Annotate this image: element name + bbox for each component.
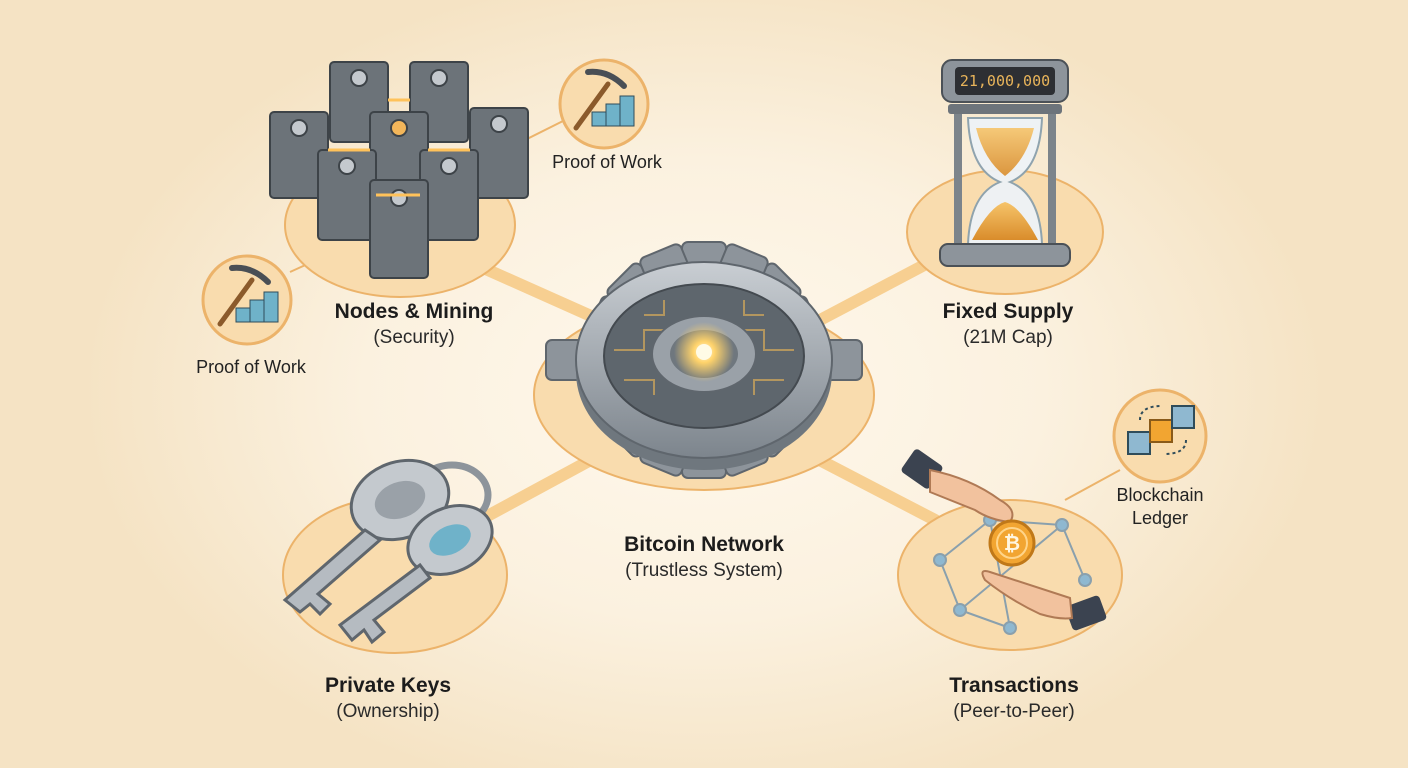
gear-icon <box>545 241 863 479</box>
connector-supply <box>814 256 936 326</box>
supply-counter: 21,000,000 <box>959 72 1051 90</box>
keys-icon <box>282 458 494 645</box>
private-keys-title: Private Keys <box>324 674 452 697</box>
private-keys-label: Private Keys (Ownership) <box>325 673 451 724</box>
fixed-supply-label: Fixed Supply (21M Cap) <box>943 299 1074 350</box>
proof-of-work-label-top: Proof of Work <box>552 152 662 172</box>
nodes-mining-subtitle: (Security) <box>373 327 455 348</box>
connector-keys <box>474 449 606 526</box>
blockchain-icon <box>1112 388 1208 484</box>
blockchain-ledger-label: Blockchain Ledger <box>1116 484 1203 530</box>
pickaxe-icon <box>558 58 650 150</box>
private-keys-subtitle: (Ownership) <box>336 701 440 722</box>
proof-of-work-label-left: Proof of Work <box>196 357 306 377</box>
transactions-label: Transactions (Peer-to-Peer) <box>949 673 1079 724</box>
connector-lines <box>464 256 941 526</box>
connector-transactions <box>804 449 941 526</box>
bitcoin-symbol: ₿ <box>1003 533 1021 555</box>
server-rack <box>269 111 329 199</box>
fixed-supply-subtitle: (21M Cap) <box>963 327 1053 348</box>
connector-nodes <box>464 256 606 326</box>
hub-subtitle: (Trustless System) <box>625 560 783 581</box>
transactions-subtitle: (Peer-to-Peer) <box>953 701 1075 722</box>
server-links <box>328 98 470 197</box>
blockchain-ledger-line2: Ledger <box>1131 508 1189 528</box>
hands-icon <box>901 449 1107 631</box>
hub-label: Bitcoin Network (Trustless System) <box>624 532 784 583</box>
nodes-mining-label: Nodes & Mining (Security) <box>335 299 494 350</box>
hourglass-icon <box>939 59 1071 267</box>
server-rack <box>317 149 377 241</box>
server-cluster-icon <box>269 61 529 279</box>
fixed-supply-title: Fixed Supply <box>942 300 1074 323</box>
blockchain-ledger-line1: Blockchain <box>1116 485 1204 505</box>
nodes-mining-title: Nodes & Mining <box>334 300 494 323</box>
pickaxe-icon <box>201 254 293 346</box>
bitcoin-coin-icon <box>988 519 1036 567</box>
hub-title: Bitcoin Network <box>624 533 784 556</box>
transactions-title: Transactions <box>949 674 1079 697</box>
